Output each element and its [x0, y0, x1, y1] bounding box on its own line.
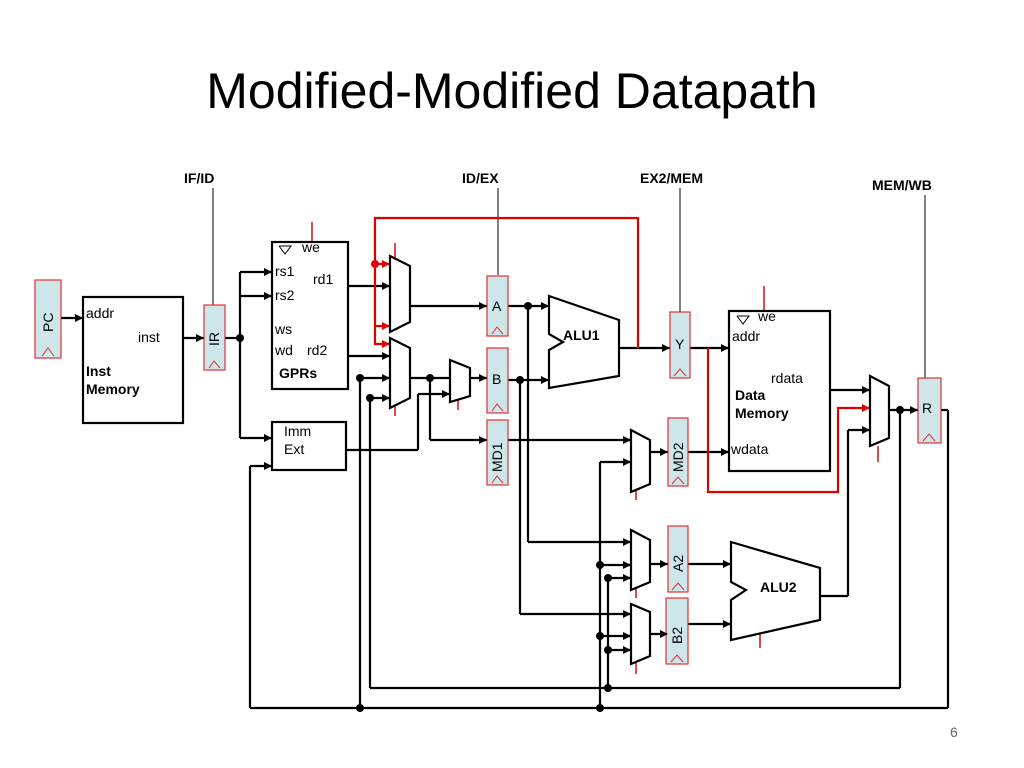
stage-label-id-ex: ID/EX: [462, 170, 499, 186]
b-label: B: [492, 371, 501, 387]
gpr-rd1-label: rd1: [313, 271, 333, 287]
imm-ext-line2: Ext: [284, 441, 304, 457]
a2-register: A2: [667, 525, 689, 593]
pc-register: PC: [34, 279, 62, 359]
inst-memory: addr inst Inst Memory: [81, 295, 185, 425]
r-label: R: [922, 400, 932, 416]
r-register: R: [917, 377, 942, 444]
md2-label: MD2: [670, 442, 686, 472]
stage-label-if-id: IF/ID: [184, 170, 214, 186]
inst-memory-addr-label: addr: [86, 305, 114, 321]
ir-label: IR: [206, 332, 222, 346]
inst-memory-inst-label: inst: [138, 329, 160, 345]
a-label: A: [492, 298, 502, 314]
inst-memory-name-line1: Inst: [86, 363, 111, 379]
stage-label-mem-wb: MEM/WB: [872, 177, 932, 193]
mux-imm-select: [448, 358, 472, 404]
alu2: ALU2: [729, 540, 822, 642]
b-register: B: [486, 347, 509, 414]
md1-label: MD1: [489, 442, 505, 472]
b2-label: B2: [669, 627, 685, 644]
data-memory-we-label: we: [757, 308, 776, 324]
gpr-rd2-label: rd2: [307, 342, 327, 358]
gpr-we-label: we: [301, 239, 320, 255]
b2-register: B2: [665, 597, 689, 665]
multiplexers: [388, 254, 891, 666]
a2-label: A2: [670, 555, 686, 572]
a-register: A: [486, 275, 509, 337]
gpr-name-label: GPRs: [279, 365, 317, 381]
arrowheads: [75, 260, 918, 654]
mux-rs1-bypass: [388, 254, 412, 334]
alu1: ALU1: [547, 294, 621, 390]
wires: [61, 270, 950, 710]
data-memory-addr-label: addr: [732, 328, 760, 344]
alu1-label: ALU1: [563, 327, 600, 343]
slide-title: Modified-Modified Datapath: [206, 63, 818, 119]
gpr-file: we rs1 rd1 rs2 ws wd rd2 GPRs: [270, 239, 350, 391]
mux-b2: [629, 602, 652, 666]
mux-writeback: [868, 374, 891, 448]
mux-rs2-bypass: [388, 336, 412, 410]
data-memory: we addr rdata Data Memory wdata: [727, 308, 832, 473]
md2-register: MD2: [667, 417, 689, 487]
data-memory-name-line1: Data: [735, 387, 766, 403]
data-memory-rdata-label: rdata: [771, 370, 803, 386]
alu2-label: ALU2: [760, 579, 797, 595]
imm-ext-line1: Imm: [284, 423, 311, 439]
ir-register: IR: [203, 304, 226, 371]
gpr-rs1-label: rs1: [275, 263, 295, 279]
junction-dots: [236, 260, 904, 712]
inst-memory-name-line2: Memory: [86, 381, 140, 397]
pc-label: PC: [40, 313, 56, 332]
mux-a2: [629, 528, 652, 592]
stage-labels: IF/ID ID/EX EX2/MEM MEM/WB: [184, 170, 932, 378]
gpr-ws-label: ws: [274, 321, 292, 337]
data-memory-name-line2: Memory: [735, 405, 789, 421]
md1-register: MD1: [486, 419, 509, 486]
gpr-wd-label: wd: [274, 342, 293, 358]
imm-ext: Imm Ext: [270, 420, 348, 472]
y-register: Y: [669, 311, 691, 379]
mux-md2: [629, 428, 652, 494]
stage-label-ex2-mem: EX2/MEM: [640, 170, 703, 186]
data-memory-wdata-label: wdata: [730, 441, 769, 457]
gpr-rs2-label: rs2: [275, 287, 295, 303]
y-label: Y: [675, 336, 685, 352]
page-number: 6: [950, 724, 958, 740]
